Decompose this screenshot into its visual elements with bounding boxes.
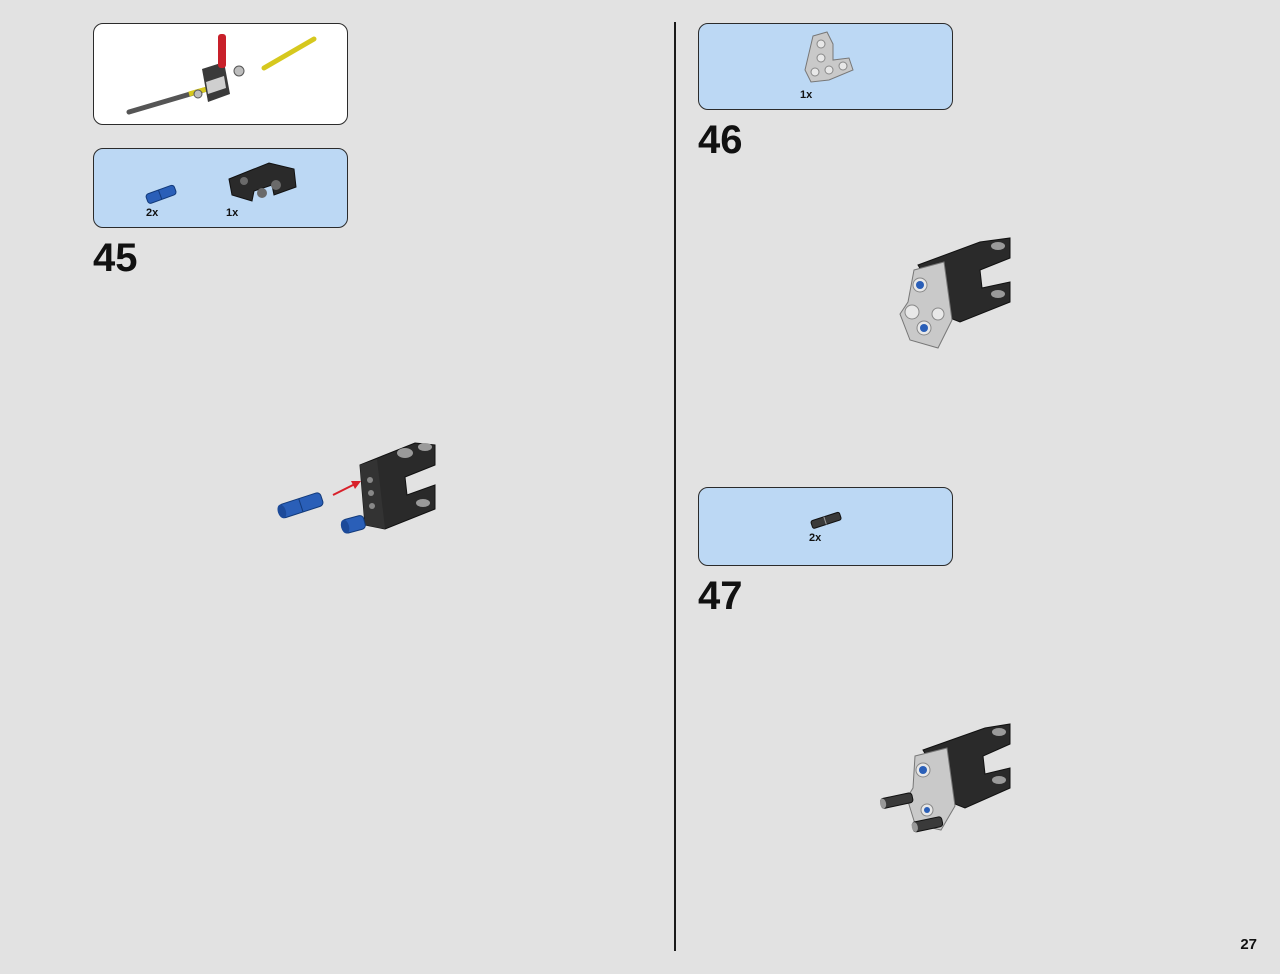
step45-parts-panel: 2x 1x — [93, 148, 348, 228]
dark-axle-pin-icon — [810, 511, 842, 529]
page-number: 27 — [1240, 936, 1257, 953]
step47-number: 47 — [698, 574, 743, 618]
step45-number: 45 — [93, 236, 138, 280]
blue-pin-icon — [145, 184, 177, 204]
step45-part1-qty: 2x — [146, 207, 159, 219]
step47-part1-qty: 2x — [809, 532, 822, 544]
black-l-beam-icon — [228, 162, 297, 202]
step47-assembly-illustration — [879, 723, 1011, 833]
step45-part2-qty: 1x — [226, 207, 239, 219]
column-divider — [674, 22, 676, 951]
submodel-assembly-icon — [126, 34, 317, 115]
step47-parts-panel: 2x — [698, 487, 953, 566]
step45-assembly-illustration — [277, 442, 436, 534]
submodel-callout — [93, 23, 348, 125]
step46-number: 46 — [698, 118, 743, 162]
step46-assembly-illustration — [899, 237, 1011, 349]
step46-parts-panel: 1x — [698, 23, 953, 110]
grey-t-beam-icon — [804, 31, 854, 83]
step46-part1-qty: 1x — [800, 89, 813, 101]
